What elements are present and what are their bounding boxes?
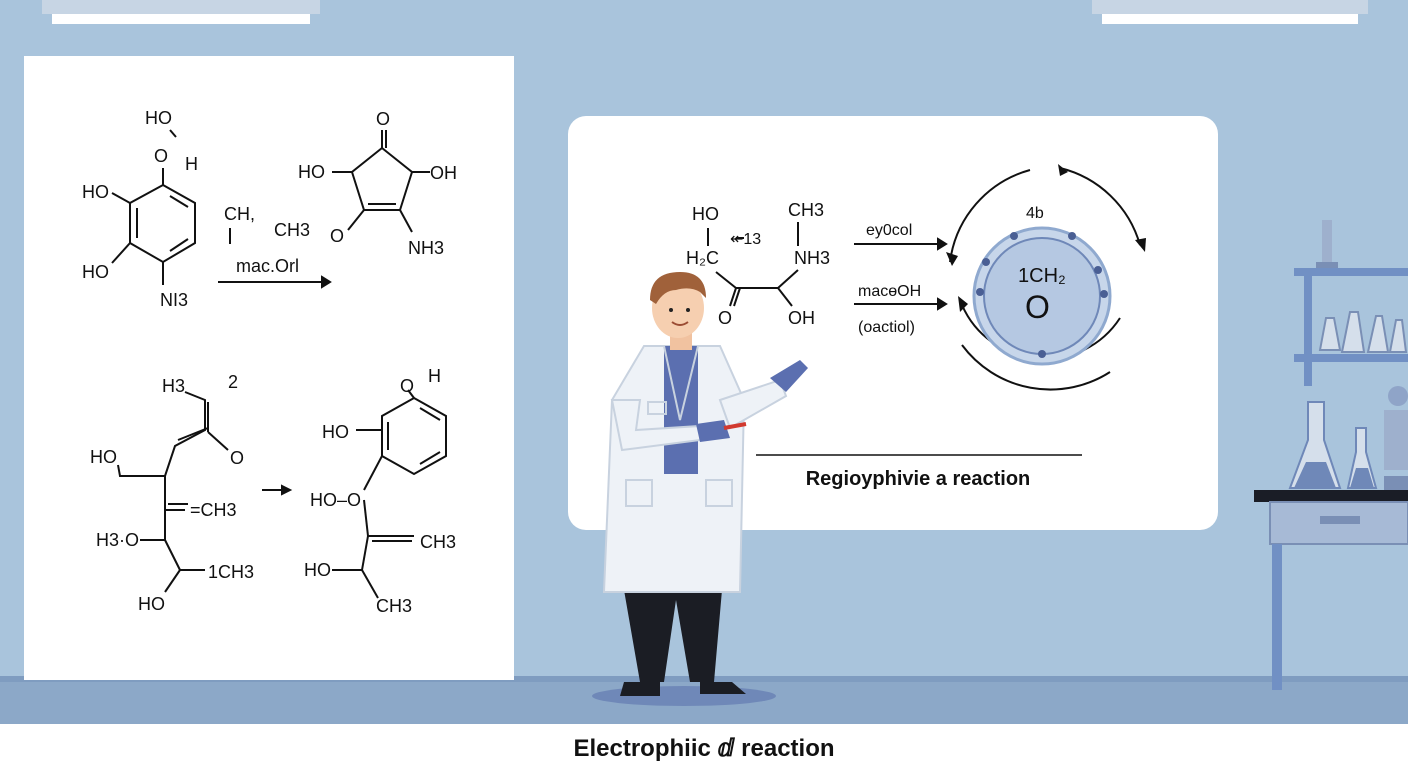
molecule-top-left	[111, 129, 196, 285]
reaction-arrows-right	[854, 237, 948, 311]
label-reagent-1: mac.Orl	[236, 256, 299, 276]
footer-bar	[0, 724, 1408, 768]
label-ch-b: CH3	[274, 220, 310, 240]
lab-bench	[1254, 386, 1408, 690]
molecule-right-board	[707, 222, 799, 307]
label-ho-left: HO	[298, 162, 325, 182]
molecule-top-right	[332, 130, 430, 233]
label-oh-right: OH	[430, 163, 457, 183]
label-o-ring: O	[400, 376, 414, 396]
label-ch3-b: 1CH3	[208, 562, 254, 582]
molecule-bottom-right	[332, 389, 447, 599]
label-nh3-right: NH3	[794, 248, 830, 268]
label-ho-a: HO	[90, 447, 117, 467]
label-ho-right: HO	[692, 204, 719, 224]
molecule-bottom-left	[117, 391, 229, 593]
label-h2c: H₂C	[686, 248, 719, 268]
label-oh-top: HO	[145, 108, 172, 128]
label-o-top: O	[376, 109, 390, 129]
reaction-arrow-2	[262, 484, 293, 496]
label-o: O	[154, 146, 168, 166]
label-ho-1: HO	[82, 182, 109, 202]
scientist-figure	[592, 272, 808, 706]
label-reagent-middle: macɵOH	[858, 283, 921, 300]
label-o-bottom: O	[330, 226, 344, 246]
label-oh-right-board: OH	[788, 308, 815, 328]
label-ho-o: HO–O	[310, 490, 361, 510]
label-cycle-inner: 1CH₂	[1018, 265, 1066, 287]
label-ch3-c: CH3	[420, 532, 456, 552]
label-h: H	[185, 154, 198, 174]
footer-caption: Electrophiic ⅆ reaction	[573, 735, 835, 762]
label-cycle-center: O	[1025, 289, 1050, 325]
label-2: 2	[228, 372, 238, 392]
label-ho-2: HO	[82, 262, 109, 282]
ceiling-lamp-right	[1092, 0, 1368, 24]
board-caption: Regioyphivie a reaction	[806, 468, 1031, 490]
label-nh3: NH3	[408, 238, 444, 258]
reaction-arrow-1	[218, 228, 332, 289]
label-ch3-a: =CH3	[190, 500, 237, 520]
ceiling-lamp-left	[42, 0, 320, 24]
label-h-ring: H	[428, 366, 441, 386]
label-arrow-note: ↞13	[730, 231, 761, 248]
label-h3o: H3·O	[96, 530, 139, 550]
label-ho-c: HO	[304, 560, 331, 580]
label-ch-a: CH,	[224, 204, 255, 224]
label-cycle-top: 4b	[1026, 205, 1044, 222]
left-whiteboard	[24, 56, 514, 680]
label-reagent-bottom: (oactiol)	[858, 319, 915, 336]
label-reagent-top: ey0col	[866, 222, 912, 239]
label-ch3-d: CH3	[376, 596, 412, 616]
lab-shelf	[1294, 220, 1408, 386]
label-ho-ring: HO	[322, 422, 349, 442]
label-o-right: O	[718, 308, 732, 328]
label-o-a: O	[230, 448, 244, 468]
label-ho-b: HO	[138, 594, 165, 614]
label-ni3: NI3	[160, 290, 188, 310]
label-h3: H3	[162, 376, 185, 396]
label-ch3-right: CH3	[788, 200, 824, 220]
reaction-cycle	[946, 164, 1146, 391]
